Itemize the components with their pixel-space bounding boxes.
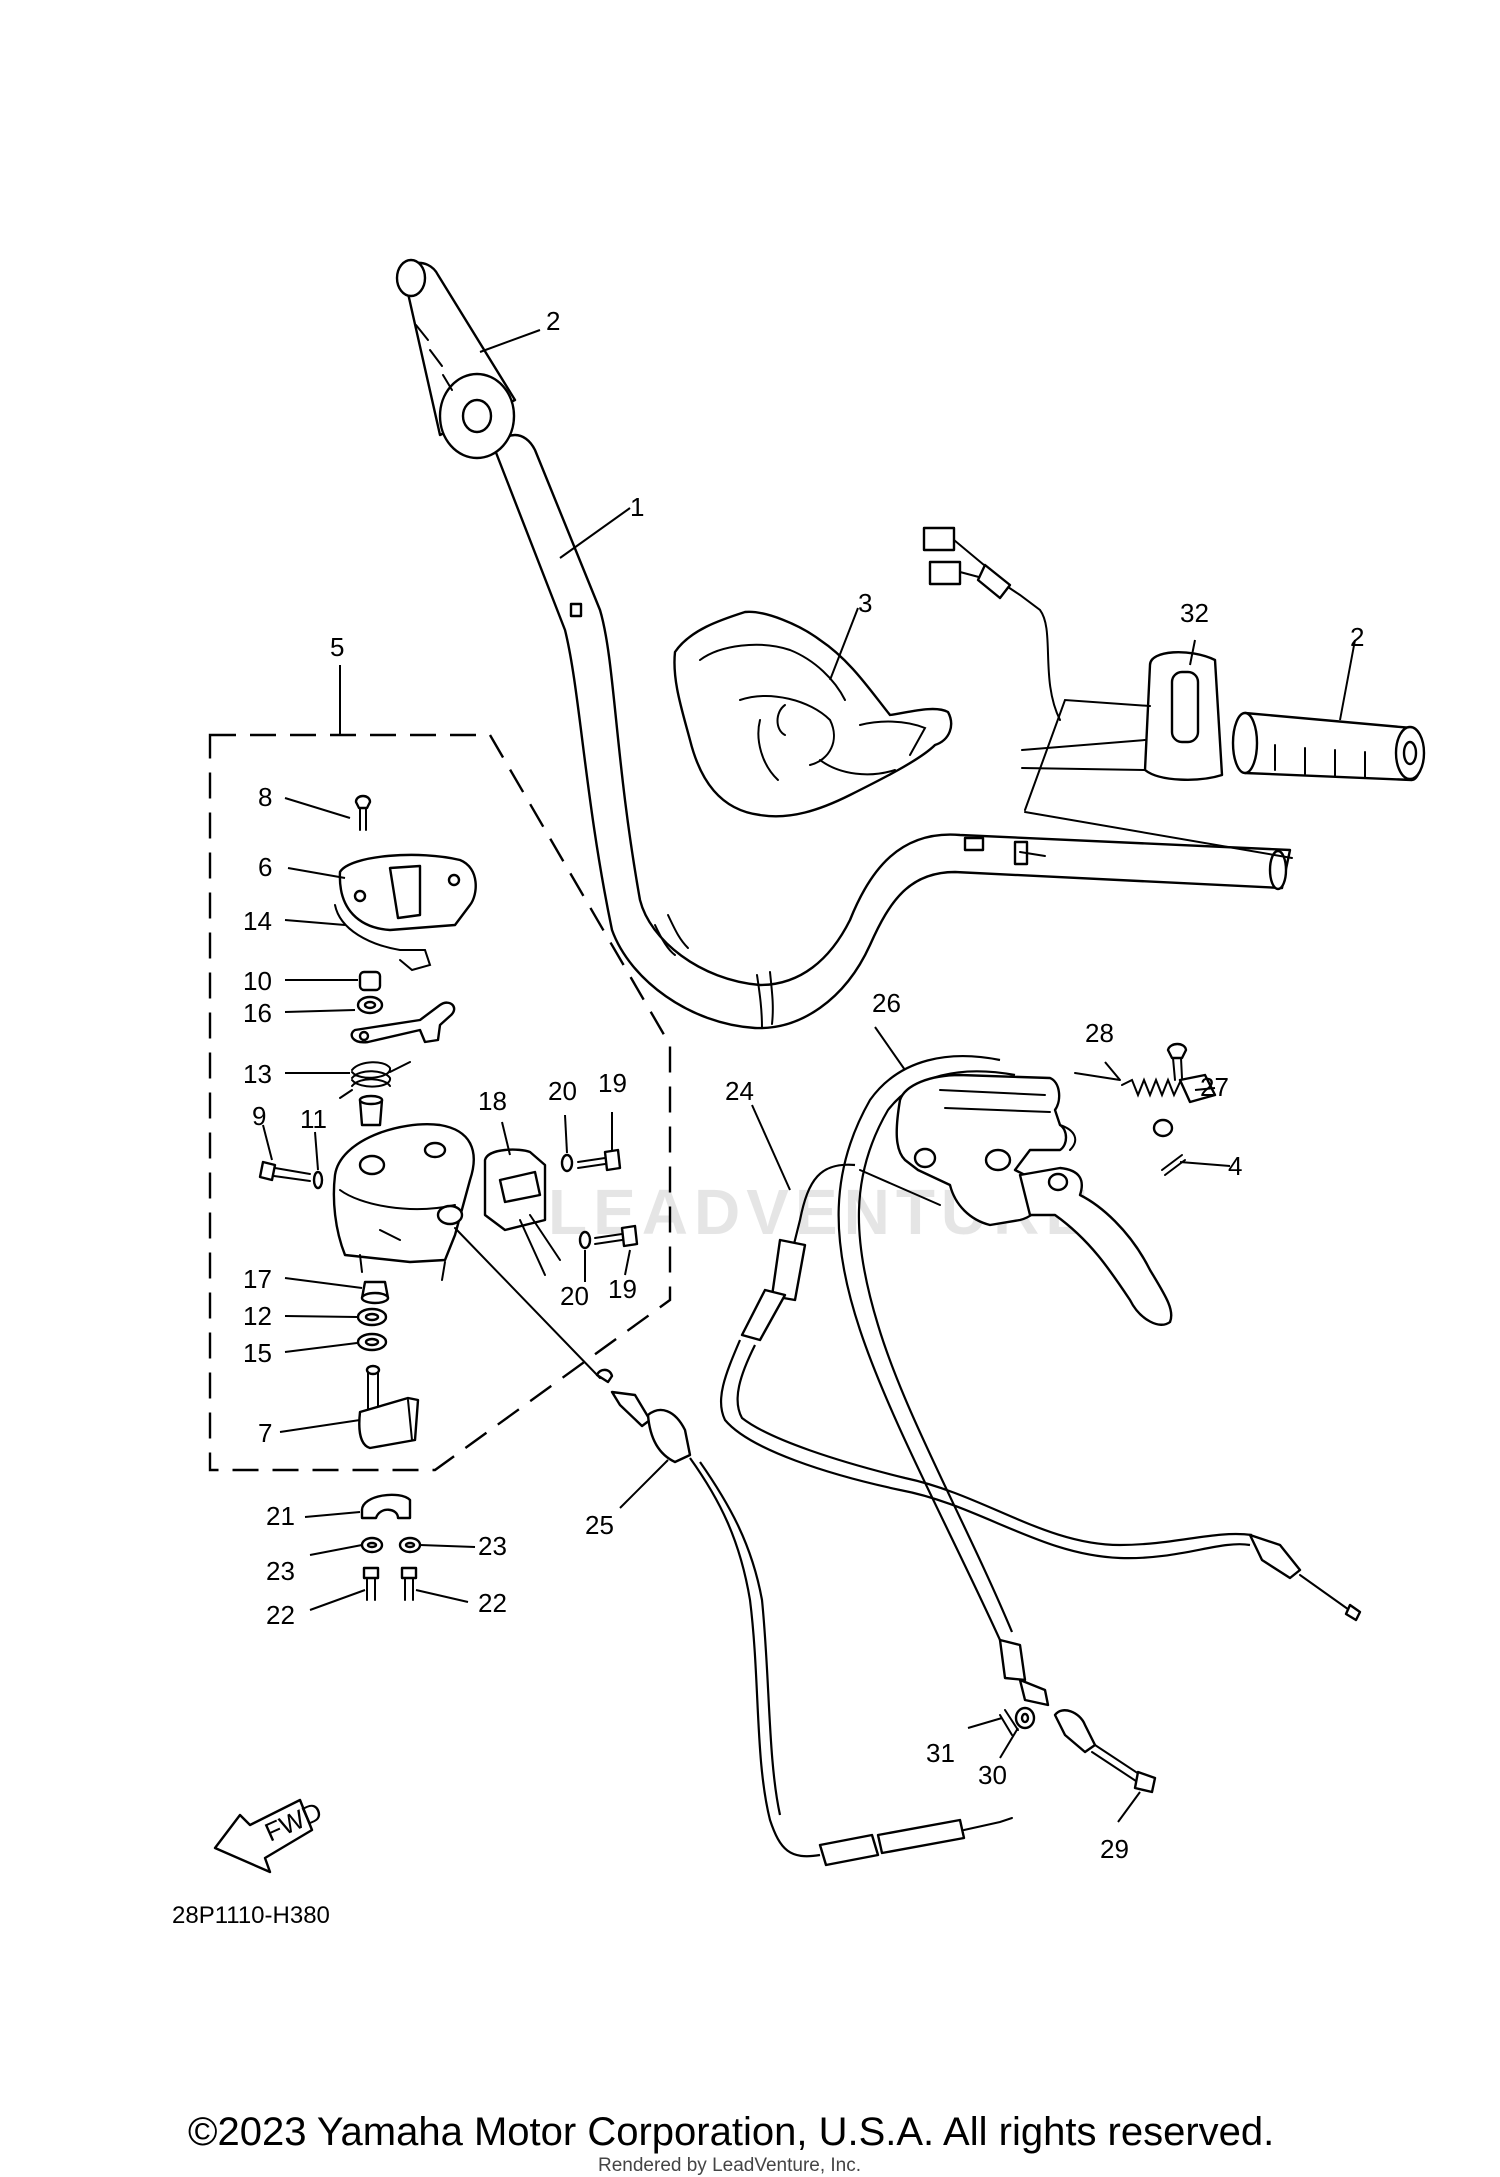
callout-8: 8 [258, 782, 272, 812]
leader-lines [262, 329, 1356, 1823]
callout-32-throttle-housing: 32 [1180, 598, 1209, 628]
callout-15: 15 [243, 1338, 272, 1368]
callout-23-right: 23 [478, 1531, 507, 1561]
switch-18[interactable] [483, 1148, 561, 1276]
callout-10: 10 [243, 966, 272, 996]
callout-22-left: 22 [266, 1600, 295, 1630]
lever-7[interactable] [358, 1364, 420, 1450]
callout-25: 25 [585, 1510, 614, 1540]
switch-housing[interactable] [332, 1123, 475, 1281]
callout-3-cover: 3 [858, 588, 872, 618]
handlebar[interactable] [493, 433, 1292, 1030]
washer-20-upper[interactable] [560, 1153, 574, 1173]
spring-28[interactable] [1121, 1077, 1181, 1098]
washer-12[interactable] [356, 1307, 388, 1327]
switch-cover-6[interactable] [338, 853, 477, 932]
gasket-14[interactable] [334, 904, 432, 972]
nut-10[interactable] [358, 970, 382, 992]
callout-23-left: 23 [266, 1556, 295, 1586]
callout-21: 21 [266, 1501, 295, 1531]
bolt-27[interactable] [1166, 1042, 1217, 1104]
callout-4: 4 [1228, 1151, 1242, 1181]
callout-28: 28 [1085, 1018, 1114, 1048]
washer-23-left[interactable] [360, 1536, 384, 1554]
callout-20-lower: 20 [560, 1281, 589, 1311]
callout-5-switch-assembly: 5 [330, 632, 344, 662]
screw-19-upper[interactable] [577, 1148, 622, 1172]
screw-22-right[interactable] [400, 1566, 418, 1601]
callout-20-upper: 20 [548, 1076, 577, 1106]
throttle-cable[interactable] [454, 1227, 1013, 1867]
screw-9[interactable] [258, 1160, 311, 1182]
callout-26: 26 [872, 988, 901, 1018]
callout-12: 12 [243, 1301, 272, 1331]
brake-cable[interactable] [719, 1163, 1362, 1622]
washer-23-right[interactable] [398, 1536, 422, 1554]
callout-numbers: 2 1 3 32 2 5 8 6 14 10 16 13 9 11 18 20 … [243, 306, 1364, 1864]
assembly-5-boundary [208, 733, 672, 1472]
callout-6: 6 [258, 852, 272, 882]
collar[interactable] [358, 1094, 384, 1127]
washer-16[interactable] [356, 995, 384, 1015]
spring-13[interactable] [339, 1061, 411, 1099]
callout-2-left-grip: 2 [546, 306, 560, 336]
washer-30[interactable] [1014, 1706, 1036, 1730]
callout-22-right: 22 [478, 1588, 507, 1618]
callout-17: 17 [243, 1264, 272, 1294]
washer-20-lower[interactable] [578, 1230, 592, 1250]
callout-31: 31 [926, 1738, 955, 1768]
callout-9: 9 [252, 1101, 266, 1131]
brake-lever[interactable] [1018, 1166, 1173, 1326]
callout-19-upper: 19 [598, 1068, 627, 1098]
washer-4-area[interactable] [1152, 1118, 1186, 1176]
washer-17[interactable] [360, 1280, 390, 1305]
callout-16: 16 [243, 998, 272, 1028]
callout-30: 30 [978, 1760, 1007, 1790]
throttle-housing[interactable] [1021, 651, 1293, 859]
washer-11[interactable] [312, 1170, 324, 1190]
washer-15[interactable] [356, 1332, 388, 1352]
callout-27: 27 [1200, 1072, 1229, 1102]
lever-plate[interactable] [350, 1001, 456, 1044]
copyright-notice: ©2023 Yamaha Motor Corporation, U.S.A. A… [188, 2110, 1275, 2154]
callout-13: 13 [243, 1059, 272, 1089]
switch-screw-8[interactable] [354, 794, 372, 831]
callout-19-lower: 19 [608, 1274, 637, 1304]
callout-18: 18 [478, 1086, 507, 1116]
callout-7: 7 [258, 1418, 272, 1448]
holder-21[interactable] [360, 1493, 412, 1520]
callout-1-handlebar: 1 [630, 492, 644, 522]
wiring-connector [922, 526, 1061, 721]
callout-11: 11 [300, 1104, 327, 1134]
diagram-code: 28P1110-H380 [172, 1902, 330, 1929]
screw-22-left[interactable] [362, 1566, 380, 1601]
callout-24: 24 [725, 1076, 754, 1106]
left-grip[interactable] [395, 258, 517, 460]
screw-19-lower[interactable] [594, 1224, 639, 1248]
pin-29[interactable] [1091, 1744, 1157, 1794]
handlebar-cover[interactable] [673, 610, 953, 818]
callout-2-right-grip: 2 [1350, 622, 1364, 652]
right-grip[interactable] [1231, 711, 1426, 782]
rendered-by-notice: Rendered by LeadVenture, Inc. [598, 2155, 862, 2176]
callout-29: 29 [1100, 1834, 1129, 1864]
callout-14: 14 [243, 906, 272, 936]
fwd-arrow: FWD [213, 1796, 327, 1874]
